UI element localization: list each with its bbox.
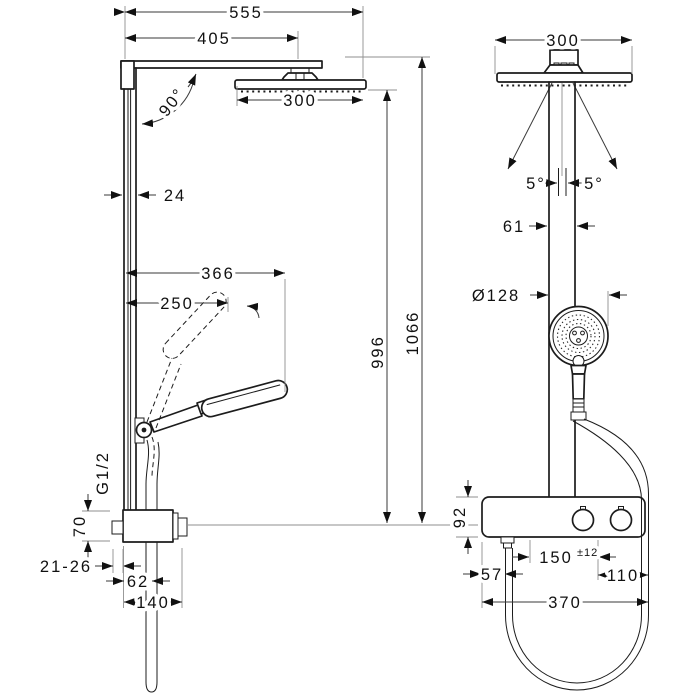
dim-inlet-spacing: 150 ±12 — [512, 540, 616, 580]
handshower-holder — [134, 417, 153, 444]
riser-pipe-front — [548, 81, 576, 498]
select-knob-right — [609, 506, 633, 532]
dim-overall-width: 555 — [114, 1, 363, 26]
dim-wall-distance: 21-26 — [36, 549, 141, 580]
dim-outlet-height: 70 — [68, 494, 110, 558]
dim-150-label: 150 — [539, 549, 573, 567]
hand-shower-front — [548, 305, 609, 421]
dim-5deg-right-label: 5° — [584, 175, 604, 193]
dim-1066-label: 1066 — [404, 311, 422, 356]
hose-outlet-nut — [503, 542, 512, 549]
rotation-arrow — [246, 302, 260, 319]
thermostat-bar-front — [481, 496, 646, 549]
dim-body-height: 92 — [448, 480, 478, 554]
side-view: 555 405 300 90° — [36, 1, 478, 693]
dim-arm-angle: 90° — [141, 73, 197, 128]
dim-140-label: 140 — [136, 594, 170, 612]
dim-head-width-side: 300 — [237, 89, 363, 114]
hand-shower-side-raised — [146, 291, 227, 429]
dim-overall-height: 1066 — [401, 57, 426, 523]
dim-92-label: 92 — [451, 506, 469, 528]
dim-250-label: 250 — [160, 295, 194, 313]
dim-handshower-length: 250 — [126, 292, 228, 317]
dim-57-label: 57 — [481, 566, 503, 584]
dim-70-label: 70 — [71, 515, 89, 537]
dim-g12-label: G1/2 — [94, 451, 112, 495]
dim-24-label: 24 — [164, 187, 186, 205]
spray-pattern: 5° 5° — [507, 82, 618, 197]
overhead-shower-side — [234, 68, 367, 93]
dim-128-label: Ø128 — [472, 287, 520, 305]
dim-555-label: 555 — [229, 4, 263, 22]
dim-body-depth: 140 — [124, 548, 183, 616]
dim-61-label: 61 — [503, 218, 525, 236]
dim-hose-outlet-offset: 57 — [463, 542, 523, 608]
dim-hose-offset: 62 — [106, 546, 170, 608]
dim-body-width: 370 — [482, 591, 648, 616]
hose-outlet-nipple — [500, 536, 515, 544]
dim-90deg-label: 90° — [156, 85, 189, 120]
hand-shower-side — [149, 379, 289, 433]
dim-height-to-spray-face: 996 — [366, 90, 391, 523]
dim-handshower-diameter: Ø128 — [468, 284, 627, 326]
dim-2126-label: 21-26 — [40, 558, 92, 576]
dim-405-label: 405 — [197, 30, 231, 48]
dim-pipe-width: 61 — [499, 215, 595, 240]
overhead-shower-front — [496, 49, 633, 87]
front-view: 5° 5° — [448, 29, 649, 691]
shower-hose-front — [505, 418, 649, 691]
dim-366-label: 366 — [201, 265, 235, 283]
dim-150-tolerance-label: ±12 — [577, 547, 598, 559]
dim-5deg-left-label: 5° — [526, 175, 546, 193]
dim-996-label: 996 — [369, 335, 387, 369]
dim-110-label: 110 — [607, 567, 639, 585]
dim-pipe-depth: 24 — [104, 184, 188, 209]
shower-hose-side — [145, 436, 160, 693]
dim-handshower-reach: 366 — [126, 262, 285, 287]
dim-370-label: 370 — [548, 594, 582, 612]
dim-outlet-right-offset: 110 — [598, 564, 648, 589]
dim-300-front-label: 300 — [546, 32, 580, 50]
riser-pipe-side — [123, 67, 137, 511]
thermostat-knob-left — [571, 506, 595, 532]
dim-arm-projection: 405 — [125, 27, 298, 52]
side-dimensions: 555 405 300 90° — [36, 1, 478, 616]
dim-62-label: 62 — [127, 573, 149, 591]
thermostat-body-side — [111, 509, 188, 543]
dim-head-width-front: 300 — [495, 29, 632, 54]
front-dimensions: 300 61 Ø128 92 — [448, 29, 648, 616]
dim-300-side-label: 300 — [283, 92, 317, 110]
